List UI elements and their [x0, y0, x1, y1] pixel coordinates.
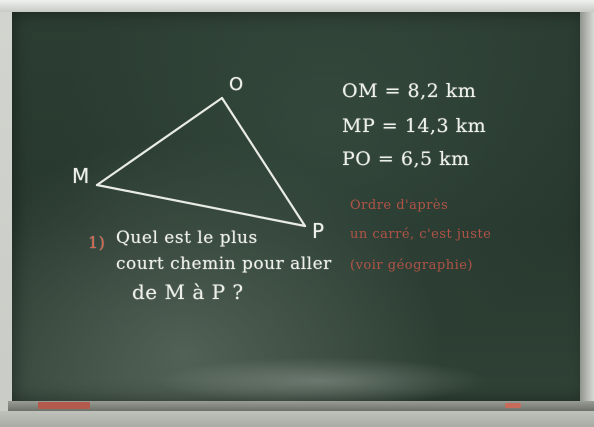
red-note-line-1: Ordre d'après: [350, 198, 449, 213]
board-top-frame: [0, 0, 594, 12]
vertex-label-m: M: [72, 164, 90, 188]
red-note-line-3: (voir géographie): [350, 258, 473, 273]
question-number: 1): [88, 233, 106, 252]
chalk-smudge: [157, 357, 487, 405]
question-line-2: court chemin pour aller: [116, 254, 332, 274]
chalkboard: [12, 12, 588, 405]
floor-strip: [0, 411, 594, 427]
vertex-label-o: O: [229, 74, 244, 95]
triangle-side-op: [220, 96, 307, 228]
chalk-stub: [505, 403, 521, 408]
red-note-line-2: un carré, c'est juste: [350, 227, 492, 242]
distance-po: PO = 6,5 km: [342, 148, 470, 170]
distance-om: OM = 8,2 km: [342, 80, 477, 102]
question-line-1: Quel est le plus: [116, 228, 258, 248]
question-line-3: de M à P ?: [132, 280, 244, 304]
board-eraser: [38, 402, 90, 409]
board-right-edge: [580, 12, 594, 407]
triangle-side-mp: [95, 183, 307, 228]
distance-mp: MP = 14,3 km: [342, 115, 487, 137]
chalk-tray: [8, 401, 594, 411]
triangle-side-mo: [95, 96, 224, 187]
vertex-label-p: P: [312, 219, 325, 243]
